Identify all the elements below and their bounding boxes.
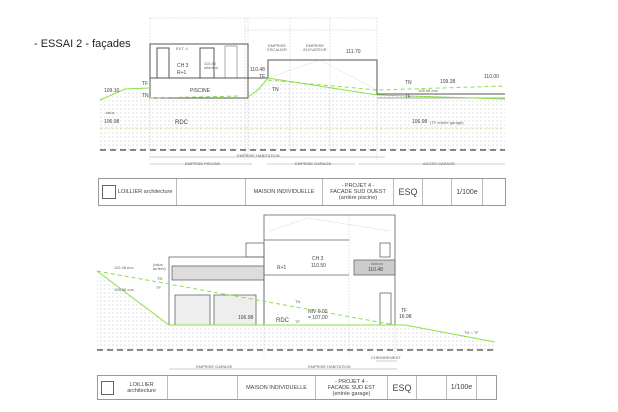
firm-name: LOILLIER architecture <box>127 381 156 394</box>
project-name: MAISON INDIVIDUELLE <box>246 179 323 205</box>
label-tn-tf: TN = TF <box>464 330 479 335</box>
emprise-habitation: EMPRISE HABITATION <box>308 364 351 369</box>
label-emprise-escalier: EMPRISE ESCALIER <box>267 43 287 52</box>
label-tf: TF <box>401 308 408 314</box>
label-ext: EXT. 4 <box>176 46 188 51</box>
terrain-line <box>99 77 506 129</box>
label-talus: talus <box>106 110 115 115</box>
level-interieur: 110.50 intérieur <box>204 61 219 70</box>
cheminement: CHEMINEMENT <box>371 355 401 360</box>
facade-sud-est-drawing <box>96 214 496 370</box>
level-garage: 106.98 <box>412 119 428 125</box>
label-ch3: CH 3 <box>312 256 324 262</box>
emprise-garage: EMPRISE GARAGE <box>295 161 332 166</box>
level-ch3: 110.50 <box>311 263 326 269</box>
level-11000: 110.00 <box>484 74 499 80</box>
sheet-title-line2: FACADE SUD OUEST <box>330 189 386 195</box>
scale: 1/100e <box>447 376 477 399</box>
label-tn: TN <box>157 276 163 281</box>
label-tn: TN <box>142 93 149 99</box>
label-tn: TN <box>405 80 412 86</box>
level-11170: 111.70 <box>346 49 361 55</box>
sheet-title-line2: FACADE SUD EST <box>327 384 376 391</box>
sheet-title-line1: - PROJET 4 - <box>341 183 375 189</box>
label-piscine: PISCINE <box>190 88 211 94</box>
scale: 1/100e <box>452 179 483 205</box>
title-block-sud-est: LOILLIER architecture MAISON INDIVIDUELL… <box>97 375 497 400</box>
label-tf: TF <box>156 285 161 290</box>
firm-logo-icon <box>101 380 115 395</box>
label-talus: (talus arrière) <box>153 262 166 271</box>
level-niv0-value: = 107.00 <box>308 315 328 321</box>
phase: ESQ <box>388 376 417 399</box>
label-rdc: RDC <box>276 318 289 324</box>
sheet-title-line3: (arrière piscine) <box>338 195 378 201</box>
label-tf: TF <box>259 74 266 80</box>
ground-hatch <box>97 271 495 350</box>
emprise-habitation: EMPRISE HABITATION <box>237 153 280 158</box>
emprise-garage: EMPRISE GARAGE <box>196 364 233 369</box>
building-outline <box>149 43 505 99</box>
label-balcon: balcon <box>371 261 383 266</box>
title-block-sud-ouest: LOILLIER architecture MAISON INDIVIDUELL… <box>98 178 506 206</box>
firm-name: LOILLIER architecture <box>118 189 173 195</box>
label-emprise-elevateur: EMPRISE ELEVATEUR <box>303 43 327 52</box>
level-10938: 109.38 <box>440 79 456 85</box>
emprise-piscine: EMPRISE PISCINE <box>185 161 221 166</box>
label-tf: TF <box>295 319 300 324</box>
level-10898: 108.98 env. <box>114 287 135 292</box>
label-rdc: RDC <box>175 120 188 126</box>
firm-logo-icon <box>102 185 116 199</box>
building-outline <box>168 214 396 326</box>
acces-garage: ACCES GARAGE <box>423 161 456 166</box>
level-11048: 110.48 <box>250 67 265 73</box>
level-balcon: 110.48 <box>368 267 383 273</box>
label-ch3: CH 3 <box>177 63 189 69</box>
level-10698: 106.98 <box>104 119 120 125</box>
ground-hatch <box>100 78 505 150</box>
level-10898: 108.98 env. <box>418 88 439 93</box>
label-tf-garage: (TF entrée garage) <box>430 120 464 125</box>
phase: ESQ <box>394 179 423 205</box>
emprise-dimension-lines <box>169 360 397 370</box>
level-11048: 110.48 env. <box>114 265 135 270</box>
label-tf: TF <box>405 94 412 100</box>
sheet-title-line1: - PROJET 4 - <box>335 378 368 385</box>
sheet-title-line3: (entrée garage) <box>332 390 371 397</box>
project-name: MAISON INDIVIDUELLE <box>238 376 316 399</box>
label-r1: R+1 <box>277 265 287 271</box>
label-tn: TN <box>272 87 279 93</box>
level-10910: 109.10 <box>104 88 120 94</box>
label-r1: R+1 <box>177 70 187 76</box>
terrain-line <box>96 270 496 343</box>
level-tf-right: 16.98 <box>399 314 412 320</box>
page-title: - ESSAI 2 - façades <box>34 38 131 50</box>
emprise-dimension-lines <box>150 156 505 165</box>
level-garage: 106.98 <box>238 315 254 321</box>
level-niv0: NIV 0.00 <box>308 309 328 315</box>
label-tf: TF <box>142 81 149 87</box>
label-tn: TN <box>295 299 301 304</box>
facade-sud-ouest-drawing <box>99 17 506 165</box>
